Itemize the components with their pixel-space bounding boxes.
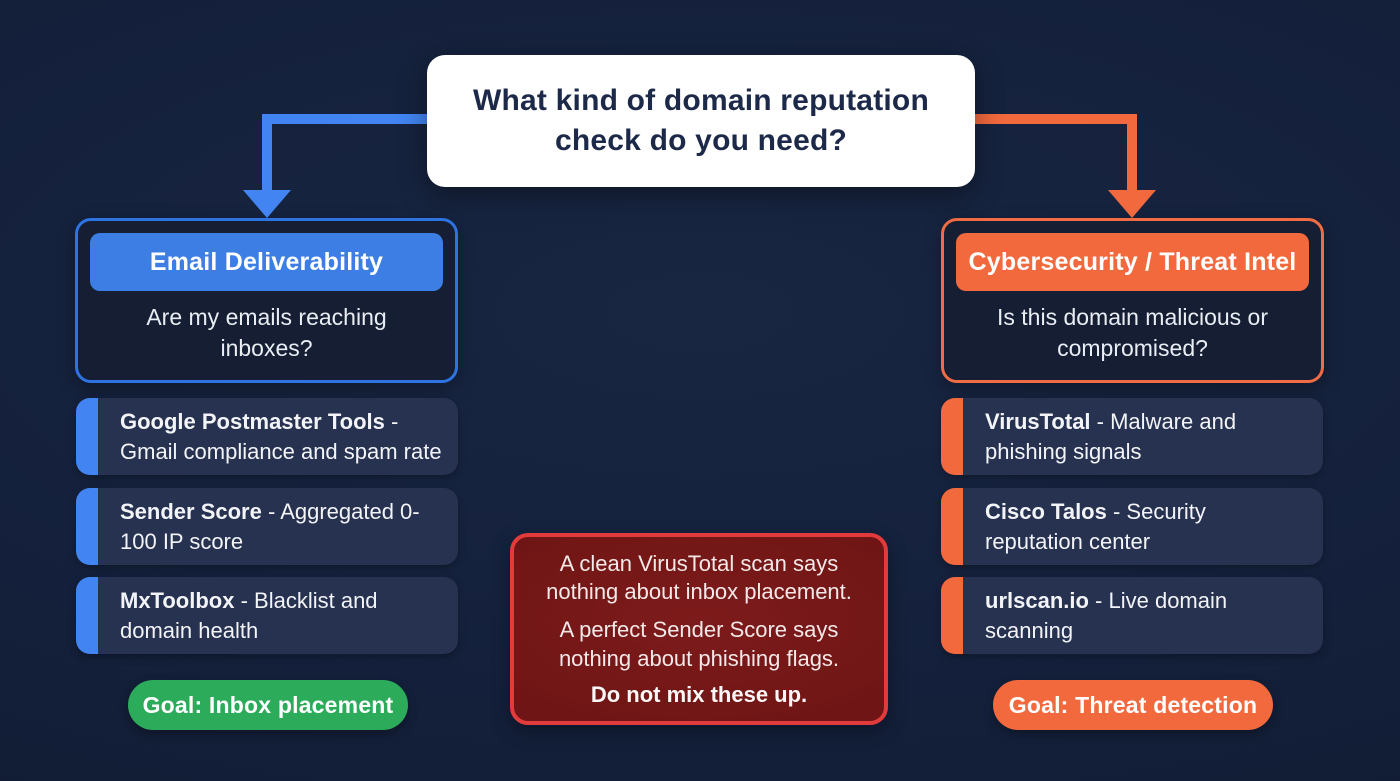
warning-emphasis: Do not mix these up. [590, 682, 808, 708]
card-accent-bar [941, 577, 963, 654]
tool-card-text: Google Postmaster Tools - Gmail complian… [120, 407, 444, 466]
tool-name: VirusTotal [985, 409, 1091, 435]
warning-line-2: A perfect Sender Score says nothing abou… [558, 617, 840, 671]
tool-card-text: urlscan.io - Live domain scanning [985, 586, 1309, 645]
tool-card-cisco-talos: Cisco Talos - Security reputation center [941, 488, 1323, 565]
tool-name: Sender Score [120, 499, 262, 525]
tool-description: Blacklist and domain health [120, 588, 378, 643]
root-question-box: What kind of domain reputation check do … [427, 55, 975, 187]
email-deliverability-header: Email Deliverability [90, 233, 443, 291]
tool-card-text: Cisco Talos - Security reputation center [985, 497, 1309, 556]
tool-card-text: MxToolbox - Blacklist and domain health [120, 586, 444, 645]
tool-card-google-postmaster: Google Postmaster Tools - Gmail complian… [76, 398, 458, 475]
tool-description: Security reputation center [985, 499, 1206, 554]
tool-card-sender-score: Sender Score - Aggregated 0-100 IP score [76, 488, 458, 565]
tool-card-urlscan: urlscan.io - Live domain scanning [941, 577, 1323, 654]
warning-line-1: A clean VirusTotal scan says nothing abo… [546, 550, 852, 605]
tool-card-text: VirusTotal - Malware and phishing signal… [985, 407, 1309, 466]
goal-pill-inbox-placement: Goal: Inbox placement [128, 680, 408, 730]
right-connector-vertical [1127, 114, 1137, 192]
root-question-text: What kind of domain reputation check do … [473, 84, 929, 157]
tool-separator: - [1088, 588, 1109, 614]
card-accent-bar [76, 488, 98, 565]
cybersecurity-question: Is this domain malicious or compromised? [997, 304, 1268, 361]
cybersecurity-box: Cybersecurity / Threat Intel Is this dom… [941, 218, 1324, 383]
left-arrowhead-icon [243, 190, 291, 218]
left-connector-vertical [262, 114, 272, 192]
cybersecurity-header: Cybersecurity / Threat Intel [956, 233, 1309, 291]
card-accent-bar [76, 398, 98, 475]
right-arrowhead-icon [1108, 190, 1156, 218]
card-accent-bar [941, 488, 963, 565]
tool-description: Gmail compliance and spam rate [120, 438, 442, 464]
card-accent-bar [76, 577, 98, 654]
tool-description: Aggregated 0-100 IP score [120, 499, 420, 554]
card-accent-bar [941, 398, 963, 475]
right-connector-horizontal [972, 114, 1135, 124]
tool-card-text: Sender Score - Aggregated 0-100 IP score [120, 497, 444, 556]
tool-card-mxtoolbox: MxToolbox - Blacklist and domain health [76, 577, 458, 654]
tool-card-virustotal: VirusTotal - Malware and phishing signal… [941, 398, 1323, 475]
goal-pill-threat-detection: Goal: Threat detection [993, 680, 1273, 730]
tool-name: Google Postmaster Tools [120, 409, 385, 435]
tool-separator: - [234, 588, 255, 614]
tool-name: MxToolbox [120, 588, 235, 614]
tool-name: urlscan.io [985, 588, 1089, 614]
tool-description: Malware and phishing signals [985, 409, 1237, 464]
tool-separator: - [384, 409, 399, 435]
tool-description: Live domain scanning [985, 588, 1228, 643]
email-deliverability-question: Are my emails reaching inboxes? [146, 304, 387, 361]
tool-separator: - [1090, 409, 1111, 435]
tool-separator: - [1106, 499, 1127, 525]
left-connector-horizontal [262, 114, 430, 124]
tool-separator: - [261, 499, 281, 525]
tool-name: Cisco Talos [985, 499, 1107, 525]
email-deliverability-box: Email Deliverability Are my emails reach… [75, 218, 458, 383]
warning-box: A clean VirusTotal scan says nothing abo… [510, 533, 888, 725]
